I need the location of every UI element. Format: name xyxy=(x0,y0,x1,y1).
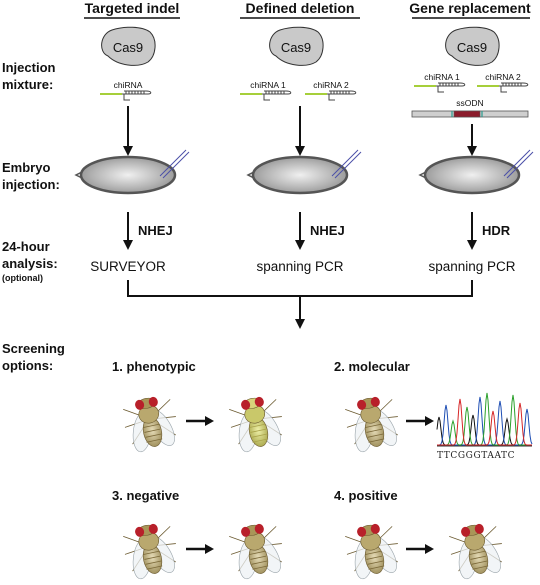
header-targeted-indel: Targeted indel xyxy=(85,0,180,16)
chromatogram-sequence: TTCGGGTAATC xyxy=(437,451,515,461)
arrows-to-analysis: NHEJ NHEJ HDR xyxy=(123,212,511,250)
fly-wildtype xyxy=(449,523,502,580)
row-labels: Injection mixture: Embryo injection: 24-… xyxy=(2,60,65,373)
fly-wildtype xyxy=(229,523,282,580)
header-gene-replacement: Gene replacement xyxy=(409,0,531,16)
chirna-1-label: chiRNA 1 xyxy=(424,72,460,82)
header-defined-deletion: Defined deletion xyxy=(246,0,355,16)
chirna-molecule xyxy=(240,90,292,101)
cas9-label: Cas9 xyxy=(281,40,311,55)
chirna-molecule xyxy=(477,82,529,93)
down-arrow xyxy=(467,124,477,156)
down-arrow xyxy=(295,212,305,250)
cas9-protein: Cas9 xyxy=(101,26,156,66)
down-arrow xyxy=(295,106,305,156)
screening-positive: 4. positive xyxy=(334,488,398,503)
cas9-label: Cas9 xyxy=(457,40,487,55)
fly-wildtype xyxy=(123,396,176,453)
row-label-injection-1: Injection xyxy=(2,60,56,75)
analysis-surveyor: SURVEYOR xyxy=(90,259,166,274)
merge-connector xyxy=(127,280,473,329)
embryo-with-needle xyxy=(418,149,534,195)
right-arrow xyxy=(406,544,434,554)
fly-illustrations xyxy=(123,396,502,580)
chirna-label: chiRNA xyxy=(114,80,143,90)
cas9-protein-group: Cas9 Cas9 Cas9 xyxy=(101,26,500,66)
row-label-analysis-1: 24-hour xyxy=(2,239,50,254)
ssodn-template xyxy=(411,110,529,118)
analysis-spanning-pcr: spanning PCR xyxy=(256,259,343,274)
embryo-group xyxy=(74,149,534,195)
fly-wildtype xyxy=(345,396,398,453)
chromatogram-trace xyxy=(437,392,532,446)
screening-negative: 3. negative xyxy=(112,488,179,503)
fly-wildtype xyxy=(345,523,398,580)
embryo-with-needle xyxy=(246,149,362,195)
fly-yellow-mutant xyxy=(229,396,282,453)
sequencing-chromatogram: TTCGGGTAATC xyxy=(436,392,533,461)
chromatogram-trace xyxy=(437,398,532,446)
embryo-with-needle xyxy=(74,149,190,195)
down-arrow xyxy=(123,212,133,250)
analysis-methods: SURVEYOR spanning PCR spanning PCR xyxy=(90,259,516,274)
right-arrow xyxy=(186,416,214,426)
screening-phenotypic: 1. phenotypic xyxy=(112,359,196,374)
chirna-2-label: chiRNA 2 xyxy=(485,72,521,82)
down-arrow xyxy=(123,106,133,156)
right-arrow xyxy=(186,544,214,554)
analysis-spanning-pcr: spanning PCR xyxy=(428,259,515,274)
row-label-embryo-2: injection: xyxy=(2,177,60,192)
row-label-injection-2: mixture: xyxy=(2,77,53,92)
row-label-analysis-2: analysis: xyxy=(2,256,58,271)
right-arrow xyxy=(406,416,434,426)
row-label-analysis-optional: (optional) xyxy=(2,273,43,283)
chirna-molecule xyxy=(414,82,466,93)
column-headers: Targeted indel Defined deletion Gene rep… xyxy=(84,0,531,19)
screening-headers: 1. phenotypic 2. molecular 3. negative 4… xyxy=(112,359,410,503)
ssodn-label: ssODN xyxy=(456,98,483,108)
chirna-molecule xyxy=(100,90,152,101)
chirna-2-label: chiRNA 2 xyxy=(313,80,349,90)
fly-wildtype xyxy=(123,523,176,580)
pathway-label-hdr: HDR xyxy=(482,223,511,238)
row-label-screening-1: Screening xyxy=(2,341,65,356)
down-arrow xyxy=(467,212,477,250)
chirna-group: chiRNA chiRNA 1 chiRNA 2 chiRNA 1 chiRNA… xyxy=(100,72,529,118)
chirna-molecule xyxy=(305,90,357,101)
pathway-label-nhej: NHEJ xyxy=(138,223,173,238)
cas9-protein: Cas9 xyxy=(269,26,324,66)
screening-molecular: 2. molecular xyxy=(334,359,410,374)
cas9-protein: Cas9 xyxy=(445,26,500,66)
screening-arrows xyxy=(186,416,434,554)
cas9-label: Cas9 xyxy=(113,40,143,55)
chromatogram-traces xyxy=(436,392,533,446)
row-label-embryo-1: Embryo xyxy=(2,160,50,175)
arrows-to-embryo xyxy=(123,106,477,156)
pathway-label-nhej: NHEJ xyxy=(310,223,345,238)
row-label-screening-2: options: xyxy=(2,358,53,373)
chirna-1-label: chiRNA 1 xyxy=(250,80,286,90)
